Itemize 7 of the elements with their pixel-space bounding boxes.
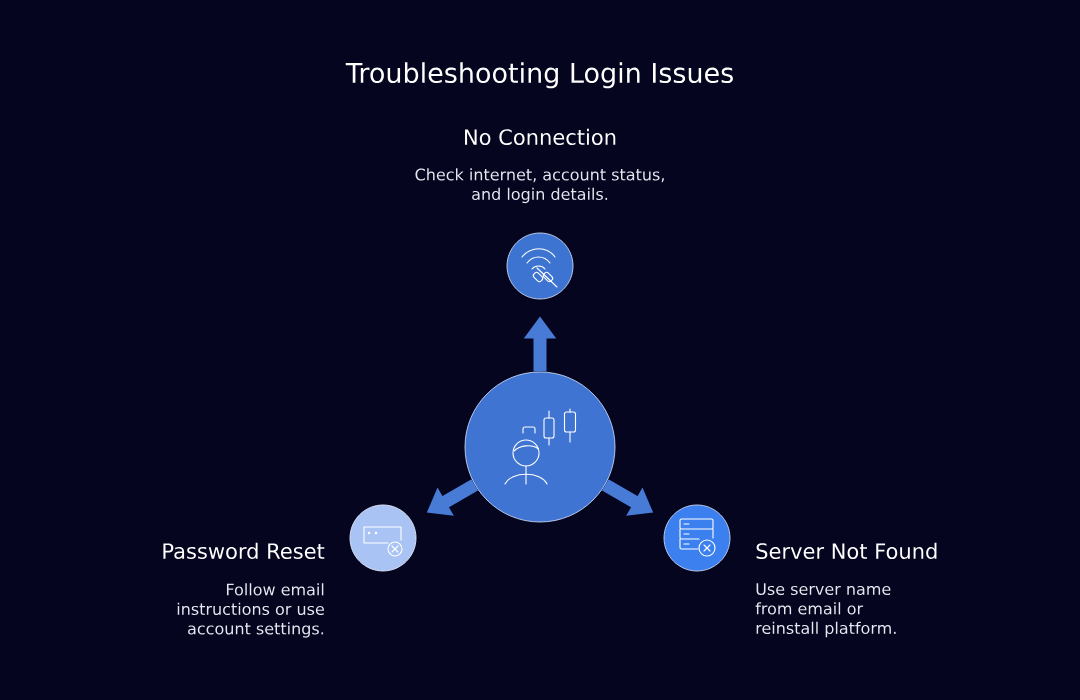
title: Troubleshooting Login Issues <box>345 62 733 89</box>
description: Check internet, account status, and login details. <box>415 168 664 204</box>
heading: No Connection <box>465 128 616 146</box>
heading: Server Not Found <box>756 542 937 560</box>
heading: Password Reset <box>163 542 325 560</box>
description: Follow email instructions or use account settings. <box>177 583 324 638</box>
description: Use server name from email or reinstall platform. <box>755 583 896 638</box>
